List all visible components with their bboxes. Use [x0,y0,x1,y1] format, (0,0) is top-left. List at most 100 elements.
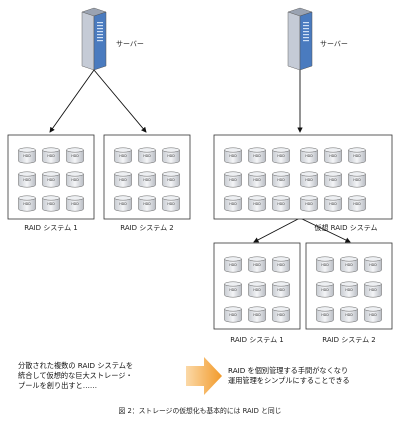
right-note: RAID を個別管理する手間がなくなり 運用管理をシンプルにすることできる [228,366,350,386]
hdd-disk-icon: HDD [324,195,342,212]
hdd-label: HDD [47,154,55,158]
hdd-disk-icon: HDD [272,147,290,164]
hdd-label: HDD [253,313,261,317]
hdd-label: HDD [253,178,261,182]
hdd-disk-icon: HDD [42,147,60,164]
left-server-icon [81,7,107,71]
hdd-disk-icon: HDD [18,171,36,188]
hdd-label: HDD [353,202,361,206]
hdd-label: HDD [229,288,237,292]
hdd-disk-icon: HDD [224,256,242,273]
hdd-disk-icon: HDD [66,171,84,188]
hdd-disk-icon: HDD [316,281,334,298]
hdd-disk-icon: HDD [224,281,242,298]
hdd-label: HDD [167,154,175,158]
hdd-label: HDD [305,202,313,206]
hdd-label: HDD [119,154,127,158]
hdd-label: HDD [329,154,337,158]
hdd-label: HDD [353,154,361,158]
hdd-label: HDD [143,178,151,182]
left-note-line-1: 分散された複数の RAID システムを [18,361,134,370]
hdd-label: HDD [369,288,377,292]
hdd-label: HDD [369,313,377,317]
hdd-label: HDD [321,263,329,267]
arrow-virtual-to-raid1 [253,217,301,243]
right-server-label: サーバー [320,40,348,48]
hdd-disk-icon: HDD [224,306,242,323]
hdd-label: HDD [167,178,175,182]
right-note-line-1: RAID を個別管理する手間がなくなり [228,366,349,375]
hdd-label: HDD [353,178,361,182]
result-arrow-icon [186,357,222,395]
hdd-disk-icon: HDD [324,171,342,188]
hdd-disk-icon: HDD [114,147,132,164]
hdd-disk-icon: HDD [300,171,318,188]
hdd-disk-icon: HDD [300,147,318,164]
hdd-disk-icon: HDD [248,306,266,323]
hdd-label: HDD [229,178,237,182]
hdd-label: HDD [71,178,79,182]
hdd-label: HDD [143,154,151,158]
hdd-disk-icon: HDD [316,306,334,323]
hdd-disk-icon: HDD [66,147,84,164]
hdd-disk-icon: HDD [248,256,266,273]
hdd-disk-icon: HDD [224,171,242,188]
hdd-disk-icon: HDD [340,281,358,298]
hdd-label: HDD [167,202,175,206]
hdd-label: HDD [277,263,285,267]
hdd-disk-icon: HDD [316,256,334,273]
hdd-disk-icon: HDD [114,195,132,212]
hdd-disk-icon: HDD [138,195,156,212]
hdd-disk-layer: HDD HDD HDD HDD HDD HDD HDD HDD HDD HDD HDD HDD HDD H… [18,147,382,323]
hdd-disk-icon: HDD [248,171,266,188]
hdd-label: HDD [71,202,79,206]
hdd-label: HDD [229,154,237,158]
left-raid-system-1-label: RAID システム 1 [24,224,78,232]
hdd-disk-icon: HDD [138,171,156,188]
hdd-label: HDD [71,154,79,158]
right-raid-system-1-label: RAID システム 1 [230,336,284,344]
hdd-disk-icon: HDD [272,281,290,298]
hdd-disk-icon: HDD [138,147,156,164]
hdd-disk-icon: HDD [364,281,382,298]
hdd-disk-icon: HDD [162,147,180,164]
left-note-line-2: 統合して仮想的な巨大ストレージ・ [18,371,133,380]
figure-caption: 図 2：ストレージの仮想化も基本的には RAID と同じ [119,406,282,415]
hdd-disk-icon: HDD [42,195,60,212]
hdd-disk-icon: HDD [272,256,290,273]
hdd-label: HDD [345,313,353,317]
arrow-server-to-left-raid1 [49,69,95,133]
hdd-label: HDD [345,263,353,267]
left-raid-system-2-label: RAID システム 2 [120,224,174,232]
hdd-disk-icon: HDD [114,171,132,188]
hdd-disk-icon: HDD [348,171,366,188]
hdd-label: HDD [253,154,261,158]
hdd-label: HDD [321,288,329,292]
hdd-label: HDD [329,202,337,206]
hdd-disk-icon: HDD [42,171,60,188]
hdd-disk-icon: HDD [272,195,290,212]
right-server-icon [287,7,313,71]
hdd-label: HDD [47,202,55,206]
hdd-disk-icon: HDD [348,195,366,212]
hdd-label: HDD [329,178,337,182]
hdd-label: HDD [119,202,127,206]
hdd-disk-icon: HDD [248,281,266,298]
hdd-disk-icon: HDD [348,147,366,164]
arrow-virtual-to-raid2 [299,217,351,243]
hdd-disk-icon: HDD [66,195,84,212]
hdd-disk-icon: HDD [324,147,342,164]
hdd-label: HDD [277,154,285,158]
hdd-label: HDD [23,178,31,182]
hdd-label: HDD [23,202,31,206]
hdd-label: HDD [229,313,237,317]
hdd-label: HDD [119,178,127,182]
left-server-label: サーバー [116,40,144,48]
hdd-disk-icon: HDD [18,195,36,212]
hdd-label: HDD [277,313,285,317]
hdd-disk-icon: HDD [340,306,358,323]
hdd-label: HDD [143,202,151,206]
hdd-label: HDD [277,202,285,206]
hdd-label: HDD [23,154,31,158]
